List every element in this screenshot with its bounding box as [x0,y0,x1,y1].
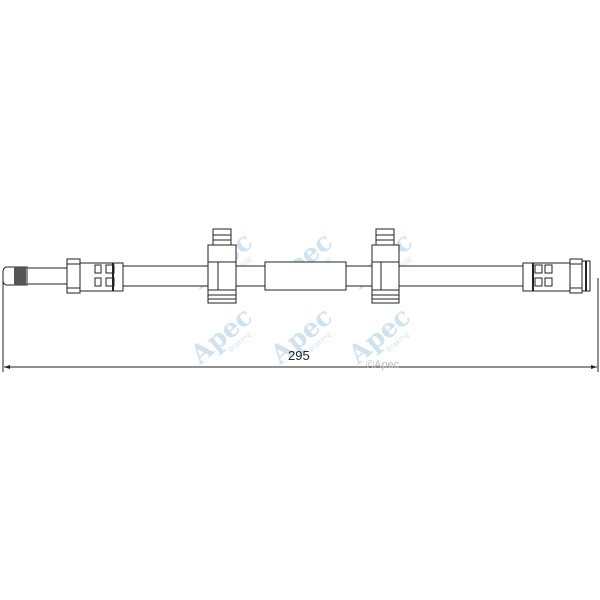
hose-clip [207,228,237,304]
copyright-text: ©Apec [366,359,400,371]
hose-clip [371,228,400,304]
thread [14,267,26,285]
protective-sleeve [264,261,347,291]
dimension-line [2,278,599,372]
right-fitting [522,258,591,294]
left-fitting [2,258,124,294]
dimension-label: 295 [288,348,310,363]
